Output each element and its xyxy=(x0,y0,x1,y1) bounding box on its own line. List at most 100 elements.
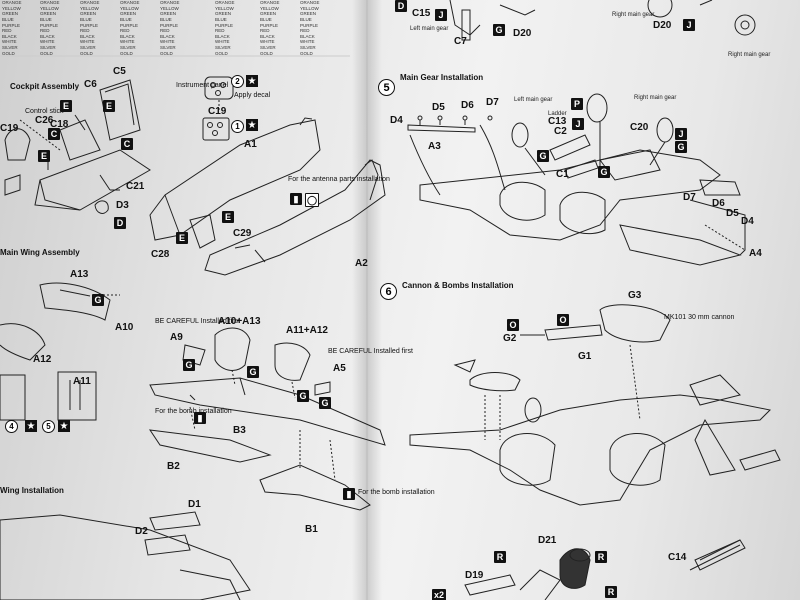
badge-e: E xyxy=(222,211,234,223)
part-d20-right: D20 xyxy=(653,20,672,31)
step-5: 5 xyxy=(42,420,55,433)
star-icon: ★ xyxy=(58,420,70,432)
part-a10: A10 xyxy=(115,322,134,333)
part-a3: A3 xyxy=(428,141,441,152)
part-c6: C6 xyxy=(84,79,97,90)
badge-r: R xyxy=(595,551,607,563)
part-c7: C7 xyxy=(454,36,467,47)
part-c29: C29 xyxy=(233,228,252,239)
note-right-main-gear-top: Right main gear xyxy=(612,12,655,18)
part-c20: C20 xyxy=(630,122,649,133)
part-a1: A1 xyxy=(244,139,257,150)
color-list-col1: ORANGE YELLOW GREEN BLUE PURPLE RED BLAC… xyxy=(2,0,22,56)
badge-open-hole-icon: ◯ xyxy=(305,193,319,207)
badge-hole-icon: ▮ xyxy=(194,412,206,424)
part-b1: B1 xyxy=(305,524,318,535)
badge-e: E xyxy=(176,232,188,244)
section-title-main-gear: Main Gear Installation xyxy=(400,73,484,82)
badge-c: C xyxy=(121,138,133,150)
part-a11: A11 xyxy=(73,376,91,387)
section-title-cockpit: Cockpit Assembly xyxy=(10,82,80,91)
part-g2: G2 xyxy=(503,333,517,344)
note-instrument-panel: Instrument panel xyxy=(176,82,229,89)
part-d7-right: D7 xyxy=(683,192,696,203)
badge-j: J xyxy=(435,9,447,21)
note-ladder: Ladder xyxy=(548,111,567,117)
color-list-col4: ORANGE YELLOW GREEN BLUE PURPLE RED BLAC… xyxy=(120,0,140,56)
part-d1: D1 xyxy=(188,499,201,510)
part-c14: C14 xyxy=(668,552,687,563)
part-a9: A9 xyxy=(170,332,183,343)
part-d2: D2 xyxy=(135,526,148,537)
star-icon: ★ xyxy=(246,119,258,131)
part-d20-left: D20 xyxy=(513,28,532,39)
part-d7-left: D7 xyxy=(486,97,499,108)
star-icon: ★ xyxy=(25,420,37,432)
star-icon: ★ xyxy=(246,75,258,87)
part-a4-right: A4 xyxy=(749,248,762,259)
color-list-col5: ORANGE YELLOW GREEN BLUE PURPLE RED BLAC… xyxy=(160,0,180,56)
badge-g: G xyxy=(247,366,259,378)
part-a13: A13 xyxy=(70,269,89,280)
note-control-stick: Control stick xyxy=(25,108,64,115)
part-d6-left: D6 xyxy=(461,100,474,111)
part-c1: C1 xyxy=(556,169,569,180)
part-a2: A2 xyxy=(355,258,368,269)
part-d4-left: D4 xyxy=(390,115,403,126)
part-b3: B3 xyxy=(233,425,246,436)
badge-d: D xyxy=(114,217,126,229)
part-d6-right: D6 xyxy=(712,198,725,209)
badge-g: G xyxy=(319,397,331,409)
badge-o: O xyxy=(507,319,519,331)
badge-g: G xyxy=(675,141,687,153)
note-bomb-left: For the bomb installation xyxy=(155,408,232,415)
decal-step-1: 1 xyxy=(231,120,244,133)
part-a10-a13: A10+A13 xyxy=(218,316,261,327)
note-right-main-gear: Right main gear xyxy=(634,95,677,101)
badge-e: E xyxy=(38,150,50,162)
color-list-col7: ORANGE YELLOW GREEN BLUE PURPLE RED BLAC… xyxy=(260,0,280,56)
part-d21: D21 xyxy=(538,535,557,546)
part-d4-right: D4 xyxy=(741,216,754,227)
color-list-col2: ORANGE YELLOW GREEN BLUE PURPLE RED BLAC… xyxy=(40,0,60,56)
part-d3: D3 xyxy=(116,200,129,211)
note-right-main-gear-top-2: Right main gear xyxy=(728,52,771,58)
part-c2: C2 xyxy=(554,126,567,137)
note-antenna: For the antenna parts installation xyxy=(288,176,390,183)
part-d5-left: D5 xyxy=(432,102,445,113)
note-mk101: MK101 30 mm cannon xyxy=(664,314,735,321)
badge-o: O xyxy=(557,314,569,326)
part-c28: C28 xyxy=(151,249,170,260)
part-c18: C18 xyxy=(50,119,69,130)
badge-g: G xyxy=(598,166,610,178)
badge-e: E xyxy=(60,100,72,112)
badge-d: D xyxy=(395,0,407,12)
section-title-main-wing: Main Wing Assembly xyxy=(0,248,80,257)
part-c19: C19 xyxy=(208,106,227,117)
note-be-careful-right: BE CAREFUL Installed first xyxy=(328,348,413,355)
badge-g: G xyxy=(537,150,549,162)
color-list-col6: ORANGE YELLOW GREEN BLUE PURPLE RED BLAC… xyxy=(215,0,235,56)
part-g3: G3 xyxy=(628,290,642,301)
badge-g: G xyxy=(92,294,104,306)
part-d5-right: D5 xyxy=(726,208,739,219)
part-a12: A12 xyxy=(33,354,52,365)
note-left-main-gear: Left main gear xyxy=(514,97,553,103)
part-g1: G1 xyxy=(578,351,592,362)
badge-p: P xyxy=(571,98,583,110)
badge-j: J xyxy=(572,118,584,130)
badge-hole-icon: ▮ xyxy=(343,488,355,500)
badge-g: G xyxy=(183,359,195,371)
badge-g: G xyxy=(297,390,309,402)
part-b2: B2 xyxy=(167,461,180,472)
part-c5: C5 xyxy=(113,66,126,77)
badge-r: R xyxy=(494,551,506,563)
section-title-cannon-bombs: Cannon & Bombs Installation xyxy=(402,281,514,290)
quantity-x2: x2 xyxy=(432,589,446,600)
part-c19-left: C19 xyxy=(0,123,19,134)
part-c26: C26 xyxy=(35,115,54,126)
decal-step-2: 2 xyxy=(231,75,244,88)
badge-j: J xyxy=(683,19,695,31)
